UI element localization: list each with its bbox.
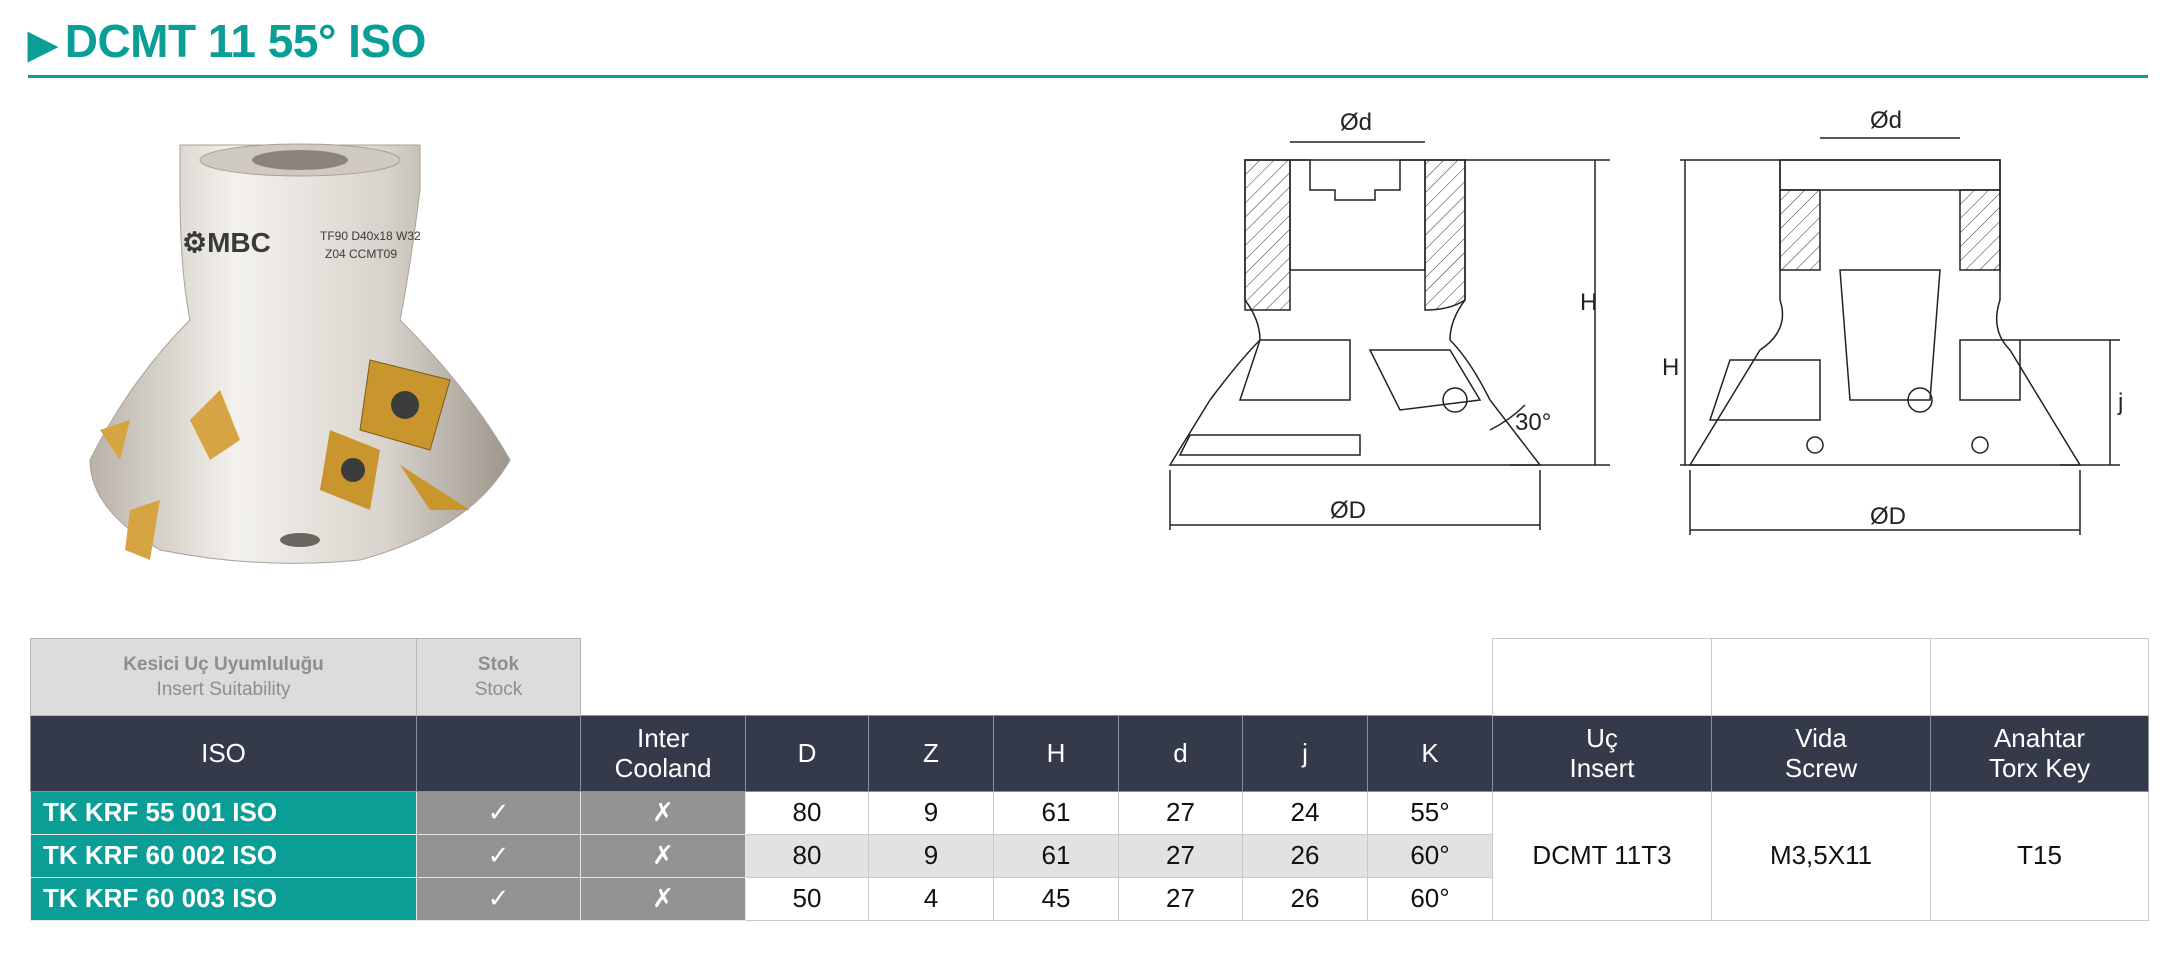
table-row: TK KRF 60 003 ISO ✓ ✗ 50 4 45 27 26 60° <box>30 876 2149 921</box>
cell-D: 80 <box>745 833 869 878</box>
key-value: T15 <box>1930 790 2150 921</box>
cell-D: 50 <box>745 876 869 921</box>
header-line: Screw <box>1784 753 1858 783</box>
svg-text:⚙MBC: ⚙MBC <box>182 227 271 258</box>
header-stock <box>416 714 581 792</box>
outer-diameter-label: ØD <box>1330 497 1366 524</box>
cell-D: 80 <box>745 790 869 835</box>
title-divider <box>28 75 2148 78</box>
caption-en: Insert Suitability <box>156 678 291 700</box>
angle-label: 30° <box>1515 409 1551 436</box>
header-line: Anahtar <box>1993 723 2086 753</box>
header-line: Inter <box>636 723 690 753</box>
j-dimension-label: j <box>2117 389 2123 416</box>
header-j: j <box>1242 714 1368 792</box>
stock-check-icon: ✓ <box>416 790 581 835</box>
stock-check-icon: ✓ <box>416 876 581 921</box>
header-line: Vida <box>1795 723 1847 753</box>
cell-Z: 9 <box>868 790 994 835</box>
header-line: Cooland <box>614 753 712 783</box>
svg-text:TF90 D40x18 W32: TF90 D40x18 W32 <box>320 229 421 243</box>
iso-code: TK KRF 60 002 ISO <box>30 833 417 878</box>
header-H: H <box>993 714 1119 792</box>
cross-icon: ✗ <box>580 876 746 921</box>
iso-code: TK KRF 60 003 ISO <box>30 876 417 921</box>
header-K: K <box>1366 714 1494 792</box>
technical-drawing-front: Ød H j ØD <box>1662 107 2123 535</box>
cell-K: 60° <box>1366 876 1494 921</box>
header-Z: Z <box>868 714 994 792</box>
screw-value: M3,5X11 <box>1711 790 1932 921</box>
header-line: Uç <box>1586 723 1618 753</box>
header-iso: ISO <box>30 714 417 792</box>
cell-H: 61 <box>993 790 1119 835</box>
cell-j: 24 <box>1242 790 1368 835</box>
play-triangle-icon: ▶ <box>28 24 57 66</box>
bore-diameter-label: Ød <box>1340 109 1372 136</box>
iso-code: TK KRF 55 001 ISO <box>30 790 417 835</box>
cell-d: 27 <box>1118 833 1243 878</box>
cell-d: 27 <box>1118 876 1243 921</box>
screw-image <box>1711 638 1932 716</box>
cell-K: 60° <box>1366 833 1494 878</box>
header-line: Insert <box>1569 753 1635 783</box>
caption-en: Stock <box>474 678 523 700</box>
height-label: H <box>1580 289 1597 316</box>
cross-icon: ✗ <box>580 833 746 878</box>
outer-diameter-label: ØD <box>1870 503 1906 530</box>
page-title: ▶DCMT 11 55° ISO <box>28 14 426 68</box>
cell-H: 61 <box>993 833 1119 878</box>
caption-tr: Kesici Uç Uyumluluğu <box>123 653 324 675</box>
header-line: Torx Key <box>1988 753 2091 783</box>
cell-j: 26 <box>1242 876 1368 921</box>
insert-value: DCMT 11T3 <box>1492 790 1713 921</box>
technical-drawing-side: Ød H 30° ØD <box>1168 109 1610 530</box>
height-label: H <box>1662 354 1679 381</box>
insert-image <box>1492 638 1713 716</box>
cell-K: 55° <box>1366 790 1494 835</box>
stock-check-icon: ✓ <box>416 833 581 878</box>
cell-d: 27 <box>1118 790 1243 835</box>
torx-key-image <box>1930 638 2150 716</box>
svg-text:Z04 CCMT09: Z04 CCMT09 <box>325 247 397 261</box>
caption-tr: Stok <box>477 653 520 675</box>
cell-Z: 4 <box>868 876 994 921</box>
milling-cutter-photo: ⚙MBC TF90 D40x18 W32 Z04 CCMT09 <box>89 143 511 564</box>
title-text: DCMT 11 55° ISO <box>64 15 427 67</box>
bore-diameter-label: Ød <box>1870 107 1902 134</box>
cross-icon: ✗ <box>580 790 746 835</box>
table-row: TK KRF 55 001 ISO ✓ ✗ 80 9 61 27 24 55° … <box>30 790 2150 921</box>
cell-j: 26 <box>1242 833 1368 878</box>
header-D: D <box>745 714 869 792</box>
cell-H: 45 <box>993 876 1119 921</box>
header-d: d <box>1118 714 1243 792</box>
cell-Z: 9 <box>868 833 994 878</box>
